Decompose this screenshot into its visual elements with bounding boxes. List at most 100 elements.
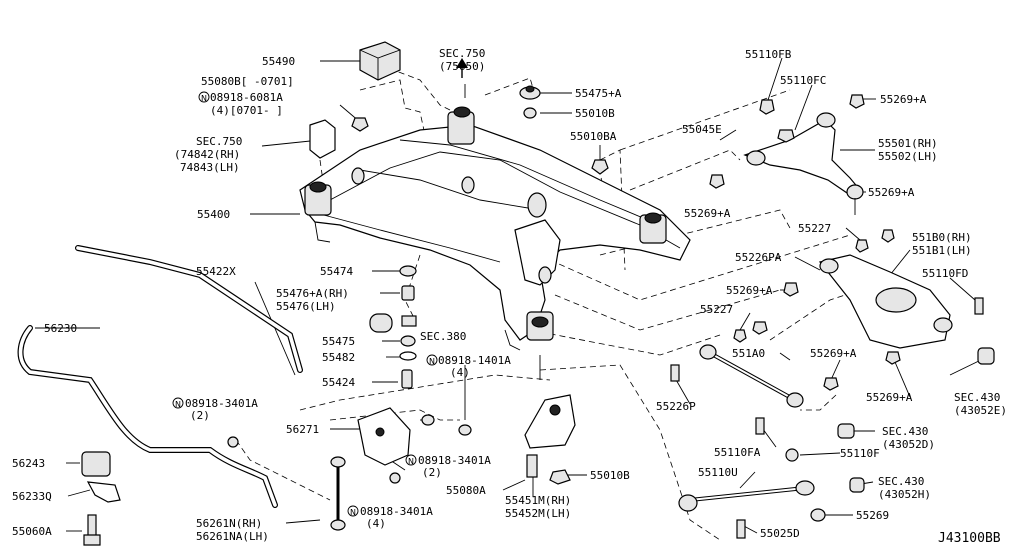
label-55400: 55400 <box>197 208 230 221</box>
n-marker-icon: N <box>172 397 184 409</box>
label-55474: 55474 <box>320 265 353 278</box>
label-sec430-43052h-sub: (43052H) <box>878 488 931 501</box>
bracket-56271 <box>227 407 472 484</box>
label-sec430-43052d-sub: (43052D) <box>882 438 935 451</box>
label-55010b-top: 55010B <box>575 107 615 120</box>
connecting-rod-56261n <box>330 456 346 531</box>
mount-55490 <box>359 41 401 81</box>
n-marker-icon: N <box>198 91 210 103</box>
label-56271: 56271 <box>286 423 319 436</box>
label-55482: 55482 <box>322 351 355 364</box>
label-08918-3401a-mid-qty: (2) <box>422 466 442 479</box>
label-74842rh: (74842(RH) <box>174 148 240 161</box>
subframe-55400 <box>299 106 691 351</box>
label-08918-3401a-left: 08918-3401A <box>185 397 258 410</box>
label-55110fc: 55110FC <box>780 74 826 87</box>
label-55475: 55475 <box>322 335 355 348</box>
label-55025d: 55025D <box>760 527 800 540</box>
label-55422x: 55422X <box>196 265 236 278</box>
label-74843lh: 74843(LH) <box>180 161 240 174</box>
label-08918-3401a-left-qty: (2) <box>190 409 210 422</box>
link-551a0 <box>670 329 855 439</box>
label-55010ba: 55010BA <box>570 130 617 143</box>
stabilizer-bar-55422x <box>75 245 303 373</box>
label-55227-2: 55227 <box>700 303 733 316</box>
label-55475a: 55475+A <box>575 87 622 100</box>
label-551b0-rh: 551B0(RH) <box>912 231 972 244</box>
upper-arm-55501 <box>709 94 865 215</box>
callout-labels: 55490 55080B[ -0701] 08918-6081A (4)[070… <box>12 47 1007 546</box>
label-sec430-43052e-sub: (43052E) <box>954 404 1007 417</box>
label-55476-lh: 55476(LH) <box>276 300 336 313</box>
label-55451m-rh: 55451M(RH) <box>505 494 571 507</box>
label-55110f: 55110F <box>840 447 880 460</box>
label-55080a: 55080A <box>446 484 486 497</box>
label-55110fa: 55110FA <box>714 446 761 459</box>
label-sec430-43052d: SEC.430 <box>882 425 928 438</box>
label-55227-1: 55227 <box>798 222 831 235</box>
label-08918-3401a-mid: 08918-3401A <box>418 454 491 467</box>
label-08918-6081a-qty: (4)[0701- ] <box>210 104 283 117</box>
n-marker-icon: N <box>405 454 417 466</box>
label-08918-1401a-qty: (4) <box>450 366 470 379</box>
label-55110fb: 55110FB <box>745 48 792 61</box>
label-55110fd: 55110FD <box>922 267 968 280</box>
label-55226p: 55226P <box>656 400 696 413</box>
leader-lines <box>35 57 986 534</box>
label-55269: 55269 <box>856 509 889 522</box>
svg-text:N: N <box>350 508 356 517</box>
n-marker-icon: N <box>347 505 359 517</box>
diagram-code: J43100BB <box>938 531 1001 546</box>
label-56230: 56230 <box>44 322 77 335</box>
lower-arm-551b0 <box>752 229 995 365</box>
label-55269a-6: 55269+A <box>866 391 913 404</box>
label-55424: 55424 <box>322 376 355 389</box>
label-55502-lh: 55502(LH) <box>878 150 938 163</box>
n-marker-icon: N <box>426 354 438 366</box>
label-55010b-bottom: 55010B <box>590 469 630 482</box>
label-sec750-75650-sub: (75650) <box>439 60 485 73</box>
label-08918-3401a-bot-qty: (4) <box>366 517 386 530</box>
label-56261na-lh: 56261NA(LH) <box>196 530 269 543</box>
label-56243: 56243 <box>12 457 45 470</box>
label-08918-3401a-bot: 08918-3401A <box>360 505 433 518</box>
label-55269a-3: 55269+A <box>684 207 731 220</box>
label-sec430-43052h: SEC.430 <box>878 475 924 488</box>
label-55110u: 55110U <box>698 466 738 479</box>
label-55045e: 55045E <box>682 123 722 136</box>
label-sec750-75650: SEC.750 <box>439 47 485 60</box>
svg-text:N: N <box>175 400 181 409</box>
stabilizer-bushing-parts <box>81 451 121 546</box>
bracket-55451m <box>524 394 576 485</box>
label-55269a-4: 55269+A <box>726 284 773 297</box>
label-55269a-2: 55269+A <box>868 186 915 199</box>
label-55226pa: 55226PA <box>735 251 782 264</box>
damper-mount-parts <box>369 265 417 389</box>
stabilizer-bar-56230 <box>17 325 278 508</box>
n-markers: N N N N N <box>172 91 438 517</box>
label-sec430-43052e: SEC.430 <box>954 391 1000 404</box>
label-55269a-5: 55269+A <box>810 347 857 360</box>
label-08918-1401a: 08918-1401A <box>438 354 511 367</box>
hardware-top <box>309 58 609 175</box>
label-sec750-74842: SEC.750 <box>196 135 242 148</box>
label-55269a-1: 55269+A <box>880 93 927 106</box>
label-56233q: 56233Q <box>12 490 52 503</box>
label-sec380: SEC.380 <box>420 330 466 343</box>
label-55490: 55490 <box>262 55 295 68</box>
link-55110u <box>678 448 865 539</box>
svg-text:N: N <box>408 457 414 466</box>
svg-text:N: N <box>201 94 207 103</box>
label-55476a-rh: 55476+A(RH) <box>276 287 349 300</box>
svg-text:N: N <box>429 357 435 366</box>
label-55501-rh: 55501(RH) <box>878 137 938 150</box>
label-55080b: 55080B[ -0701] <box>201 75 294 88</box>
label-551a0: 551A0 <box>732 347 765 360</box>
label-551b1-lh: 551B1(LH) <box>912 244 972 257</box>
label-08918-6081a: 08918-6081A <box>210 91 283 104</box>
label-56261n-rh: 56261N(RH) <box>196 517 262 530</box>
label-55060a: 55060A <box>12 525 52 538</box>
label-55452m-lh: 55452M(LH) <box>505 507 571 520</box>
